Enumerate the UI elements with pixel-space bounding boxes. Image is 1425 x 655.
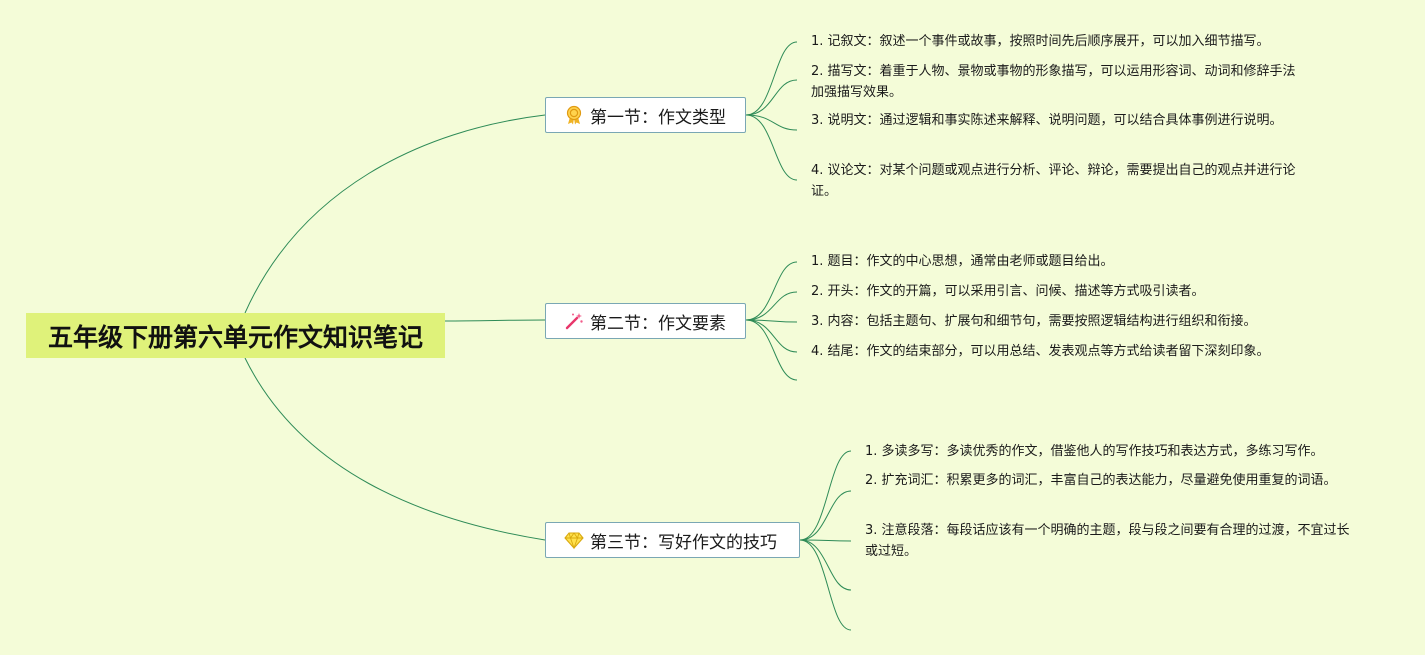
leaf-connector [799, 539, 852, 591]
leaf-item[interactable]: 3. 注意段落：每段话应该有一个明确的主题，段与段之间要有合理的过渡，不宜过长或… [865, 523, 1350, 559]
leaf-item[interactable]: 1. 记叙文：叙述一个事件或故事，按照时间先后顺序展开，可以加入细节描写。 [811, 34, 1270, 49]
leaf-connector [745, 319, 798, 381]
leaf-item[interactable]: 4. 议论文：对某个问题或观点进行分析、评论、辩论，需要提出自己的观点并进行论证… [811, 163, 1296, 199]
leaf-connector [799, 450, 852, 541]
root-connector [444, 319, 546, 322]
section-node-elements[interactable]: 第二节：作文要素 [545, 303, 746, 339]
leaf-item[interactable]: 3. 说明文：通过逻辑和事实陈述来解释、说明问题，可以结合具体事例进行说明。 [811, 113, 1283, 128]
section-title: 第三节：写好作文的技巧 [590, 532, 777, 553]
root-topic[interactable]: 五年级下册第六单元作文知识笔记 [26, 313, 445, 358]
leaf-connector [745, 79, 798, 116]
leaf-item[interactable]: 1. 多读多写：多读优秀的作文，借鉴他人的写作技巧和表达方式，多练习写作。 [865, 444, 1324, 459]
section-title: 第一节：作文类型 [590, 107, 726, 128]
award-badge-icon [564, 105, 584, 125]
leaf-connector [745, 114, 798, 181]
leaf-item[interactable]: 3. 内容：包括主题句、扩展句和细节句，需要按照逻辑结构进行组织和衔接。 [811, 314, 1257, 329]
section-node-types[interactable]: 第一节：作文类型 [545, 97, 746, 133]
leaf-item[interactable]: 4. 结尾：作文的结束部分，可以用总结、发表观点等方式给读者留下深刻印象。 [811, 344, 1270, 359]
leaf-connector [799, 490, 852, 541]
leaf-connector [745, 41, 798, 116]
gem-icon [564, 530, 584, 550]
leaf-item[interactable]: 1. 题目：作文的中心思想，通常由老师或题目给出。 [811, 254, 1114, 269]
leaf-item[interactable]: 2. 开头：作文的开篇，可以采用引言、问候、描述等方式吸引读者。 [811, 284, 1205, 299]
magic-wand-sparkle-icon [564, 311, 584, 331]
leaf-item[interactable]: 2. 扩充词汇：积累更多的词汇，丰富自己的表达能力，尽量避免使用重复的词语。 [865, 473, 1337, 488]
leaf-connector [745, 319, 798, 353]
leaf-connector [799, 539, 852, 542]
root-connector [244, 114, 546, 314]
leaf-item[interactable]: 2. 描写文：着重于人物、景物或事物的形象描写，可以运用形容词、动词和修辞手法加… [811, 64, 1296, 100]
leaf-connector [745, 319, 798, 323]
leaf-connector [745, 261, 798, 321]
leaf-connector [745, 291, 798, 321]
leaf-connector [745, 114, 798, 131]
root-connector [244, 357, 546, 541]
leaf-connector [799, 539, 852, 631]
section-node-techniques[interactable]: 第三节：写好作文的技巧 [545, 522, 800, 558]
section-title: 第二节：作文要素 [590, 313, 726, 334]
